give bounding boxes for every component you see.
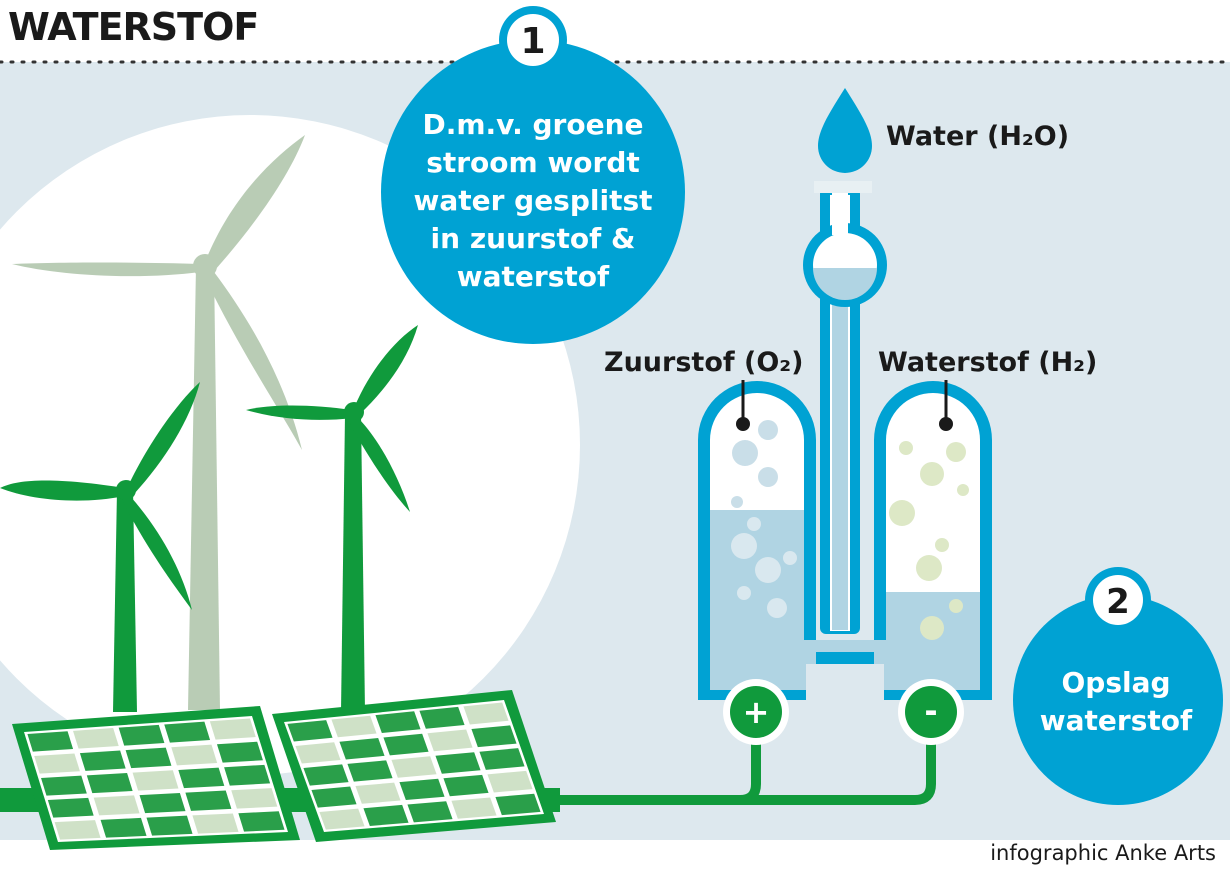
page-title: WATERSTOF [8,5,259,49]
solar-cell [185,790,232,811]
solar-cell [311,786,357,808]
solar-cell [399,778,445,801]
solar-cell [435,752,481,774]
solar-cell [363,804,409,826]
solar-cell [54,820,101,840]
water-label: Water (H₂O) [886,121,1069,152]
solar-cell [391,756,437,778]
wind-turbine-pale [12,135,305,710]
wind-turbine-left [0,382,200,712]
step-2-line: waterstof [1040,704,1193,737]
negative-electrode: - [898,679,964,745]
step-1-line: D.m.v. groene [422,108,643,141]
solar-cell [79,750,126,771]
solar-cell [355,782,401,804]
oxygen-pointer-dot [736,417,750,431]
solar-cell [451,797,497,819]
step-1-line: waterstof [457,260,610,293]
oxygen-bubbles [731,420,797,618]
solar-cell [347,760,393,782]
solar-cell [93,795,140,816]
step-1-number: 1 [520,21,545,62]
wire-negative [740,720,936,805]
step-2-number: 2 [1106,582,1130,622]
water-drop-icon [818,88,872,173]
solar-cell [216,741,263,763]
step-2-line: Opslag [1061,666,1170,699]
step-2-callout: 2 Opslag waterstof [1013,567,1223,805]
solar-cell [487,770,533,793]
solar-cell [419,706,465,729]
minus-sign: - [924,692,937,730]
solar-cell [47,797,94,818]
solar-panel-right [272,690,556,842]
solar-cell [171,744,218,766]
oxygen-label: Zuurstof (O₂) [604,347,803,378]
solar-cell [303,764,349,786]
solar-cell [118,724,165,746]
solar-cell [132,770,179,791]
solar-cell [125,747,172,769]
solar-cell [407,801,453,823]
solar-cell [339,738,385,760]
solar-cell [86,772,133,794]
step-1-callout: 1 D.m.v. groene stroom wordt water gespl… [381,6,685,344]
solar-cell [495,793,541,816]
solar-cell [471,725,517,748]
solar-cell [34,753,80,774]
solar-cell [463,702,509,725]
solar-cell [443,774,489,797]
hydrogen-label: Waterstof (H₂) [878,347,1097,378]
solar-cell [319,808,365,830]
step-1-line: in zuurstof & [431,222,636,255]
hydrogen-pointer-dot [939,417,953,431]
electrolysis-apparatus [698,181,992,700]
solar-cell [73,728,119,749]
solar-cell [479,748,525,770]
solar-panel-cells [27,718,285,840]
solar-cell [209,718,256,740]
solar-panel-left [12,706,300,850]
wind-turbine-right [246,325,418,712]
solar-cell [100,817,147,838]
solar-cell [331,715,377,738]
bottom-strip [0,840,1230,875]
solar-cell [295,742,341,764]
solar-cell [164,721,211,743]
hydrogen-bubbles [889,441,969,640]
step-1-line: water gesplitst [413,184,652,217]
solar-cell [375,711,421,734]
solar-cell [41,775,87,796]
solar-cell [27,731,74,752]
solar-cell [383,733,429,756]
solar-cell [287,720,333,742]
solar-cell [146,815,193,836]
solar-cell [139,792,186,814]
credit-line: infographic Anke Arts [990,841,1216,865]
solar-cell [238,811,285,832]
positive-electrode: + [723,679,789,745]
plus-sign: + [743,693,770,731]
solar-cell [224,764,271,786]
solar-cell [192,813,239,834]
solar-cell [427,729,473,752]
step-1-line: stroom wordt [426,146,640,179]
solar-cell [231,788,278,809]
solar-cell [178,767,225,789]
solar-panel-cells [287,702,541,830]
